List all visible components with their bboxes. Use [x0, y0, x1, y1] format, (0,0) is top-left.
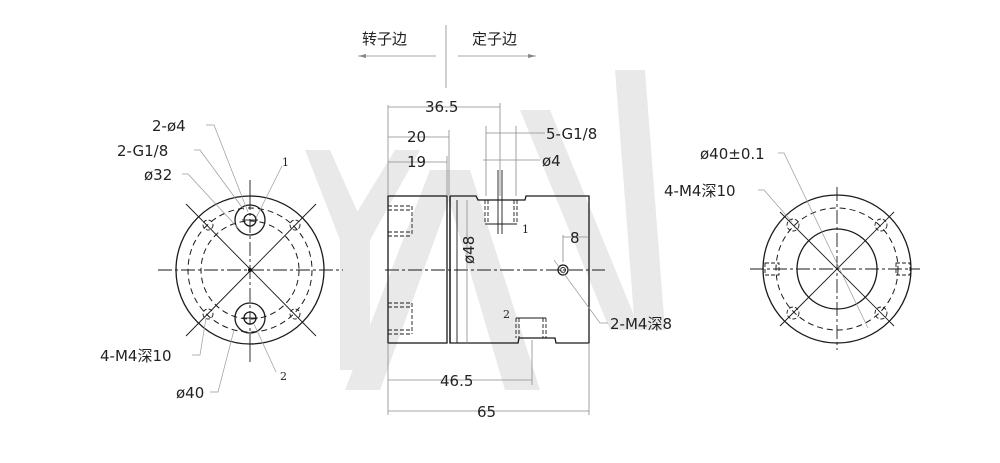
side-indicator: 转子边 定子边: [358, 25, 536, 88]
dim-dia48: ø48: [460, 236, 478, 264]
dim-19: 19: [407, 153, 426, 171]
side-port-label-2: 2: [503, 308, 510, 321]
left-end-view: 2-ø4 2-G1/8 ø32 1 4-M4深10 ø40 2: [100, 117, 343, 402]
callout-dia40: ø40: [176, 384, 204, 402]
dim-20: 20: [407, 128, 426, 146]
rotor-side-label: 转子边: [362, 30, 407, 48]
right-end-view: ø40±0.1 4-M4深10: [664, 145, 920, 350]
callout-2-g1-8: 2-G1/8: [117, 142, 168, 160]
stator-side-label: 定子边: [472, 30, 517, 48]
dim-8: 8: [570, 229, 580, 247]
callout-dia32: ø32: [144, 166, 172, 184]
callout-4-m4-depth10: 4-M4深10: [100, 347, 172, 365]
watermark: [305, 70, 665, 390]
dim-65: 65: [477, 403, 496, 421]
dim-46-5: 46.5: [440, 372, 473, 390]
side-view: 36.5 20 19 5-G1/8 ø4 1 2 ø48 8 2-M4深8 46…: [385, 98, 672, 421]
callout-2-m4-depth8: 2-M4深8: [610, 315, 672, 333]
callout-dia40-tol: ø40±0.1: [700, 145, 765, 163]
arrow-right-icon: [528, 54, 536, 58]
arrow-left-icon: [358, 54, 366, 58]
dim-36-5: 36.5: [425, 98, 458, 116]
callout-5-g1-8: 5-G1/8: [546, 125, 597, 143]
callout-4-m4-depth10-right: 4-M4深10: [664, 182, 736, 200]
side-port-label-1: 1: [522, 223, 529, 236]
port-label-1: 1: [282, 156, 289, 169]
callout-bore-dia4: ø4: [542, 152, 561, 170]
port-label-2: 2: [280, 370, 287, 383]
callout-2-dia4: 2-ø4: [152, 117, 186, 135]
